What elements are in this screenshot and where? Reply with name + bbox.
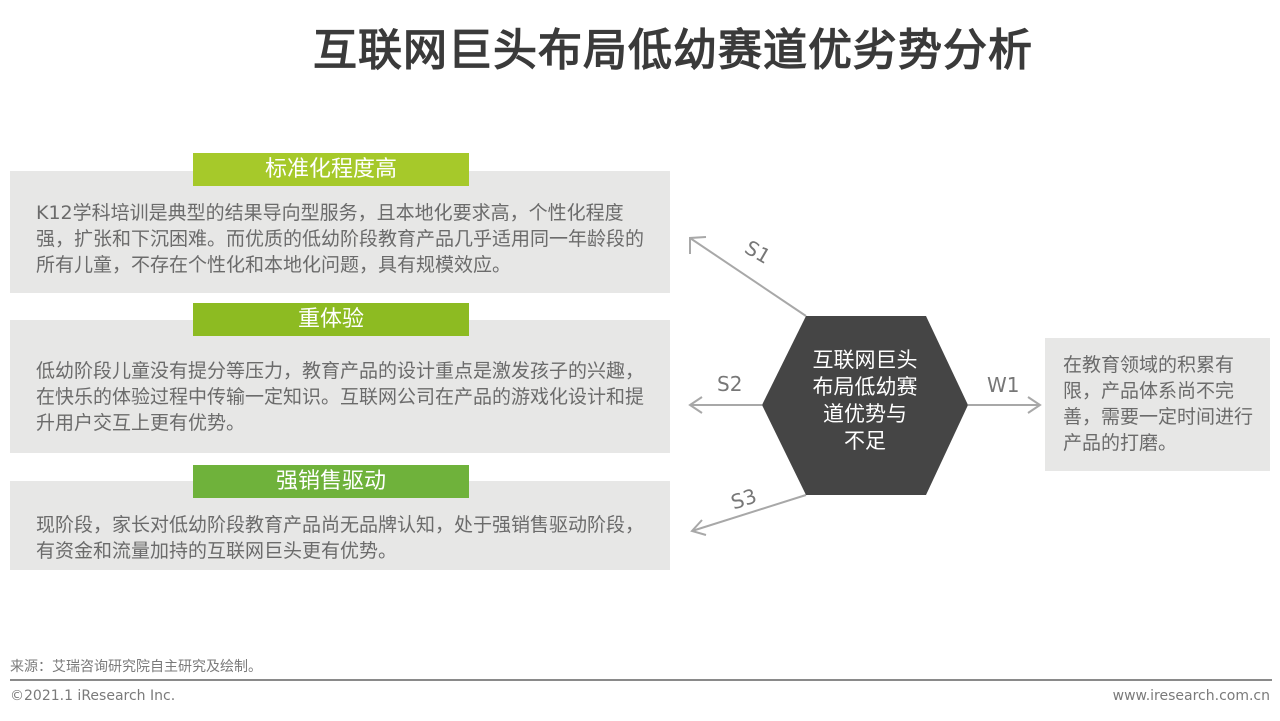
footer-divider xyxy=(10,679,1272,681)
arrow-s2 xyxy=(688,396,762,414)
swot-diagram xyxy=(688,236,1042,536)
center-hexagon xyxy=(762,316,968,495)
strength-text-2: 低幼阶段儿童没有提分等压力，教育产品的设计重点是激发孩子的兴趣，在快乐的体验过程… xyxy=(36,360,645,434)
center-label-line-4: 不足 xyxy=(844,429,886,453)
center-hexagon-label: 互联网巨头 布局低幼赛 道优势与 不足 xyxy=(790,347,940,455)
center-label-line-3: 道优势与 xyxy=(823,402,907,426)
strength-panel-2: 低幼阶段儿童没有提分等压力，教育产品的设计重点是激发孩子的兴趣，在快乐的体验过程… xyxy=(10,320,670,453)
weakness-text: 在教育领域的积累有限，产品体系尚不完善，需要一定时间进行产品的打磨。 xyxy=(1063,354,1254,454)
page-title: 互联网巨头布局低幼赛道优劣势分析 xyxy=(313,25,1033,76)
copyright: ©2021.1 iResearch Inc. xyxy=(10,688,176,704)
strength-tag-3: 强销售驱动 xyxy=(193,465,469,498)
strength-text-1: K12学科培训是典型的结果导向型服务，且本地化要求高，个性化程度强，扩张和下沉困… xyxy=(36,202,645,276)
source-note: 来源：艾瑞咨询研究院自主研究及绘制。 xyxy=(10,659,262,675)
website-link: www.iresearch.com.cn xyxy=(1112,688,1270,704)
center-label-line-2: 布局低幼赛 xyxy=(812,375,918,399)
arrow-w1 xyxy=(968,396,1042,414)
strength-text-3: 现阶段，家长对低幼阶段教育产品尚无品牌认知，处于强销售驱动阶段，有资金和流量加持… xyxy=(36,514,645,562)
weakness-panel: 在教育领域的积累有限，产品体系尚不完善，需要一定时间进行产品的打磨。 xyxy=(1045,338,1270,471)
strength-panel-1: K12学科培训是典型的结果导向型服务，且本地化要求高，个性化程度强，扩张和下沉困… xyxy=(10,171,670,293)
arrow-label-s2: S2 xyxy=(717,372,743,396)
strength-tag-2: 重体验 xyxy=(193,303,469,336)
arrow-s3 xyxy=(690,494,807,536)
arrow-label-w1: W1 xyxy=(987,373,1020,397)
strength-tag-1: 标准化程度高 xyxy=(193,153,469,186)
arrow-s1 xyxy=(689,236,807,317)
center-label-line-1: 互联网巨头 xyxy=(812,348,918,372)
